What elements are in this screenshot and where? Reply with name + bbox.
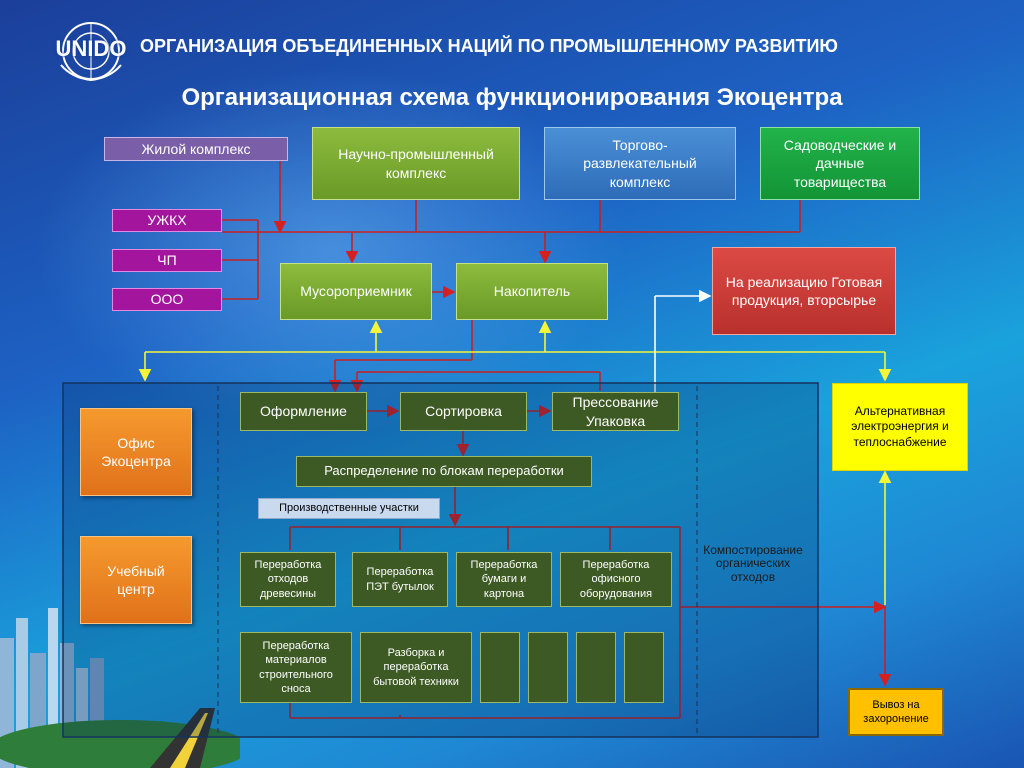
gardening-box: Садоводческие и дачные товарищества [760, 127, 920, 200]
empty-block-2 [528, 632, 568, 703]
appliance-processing-box: Разборка и переработка бытовой техники [360, 632, 472, 703]
empty-block-3 [576, 632, 616, 703]
waste-receiver-box: Мусороприемник [280, 263, 432, 320]
empty-block-1 [480, 632, 520, 703]
training-center-box: Учебный центр [80, 536, 192, 624]
unido-logo-text: UNIDO [55, 36, 127, 61]
registration-box: Оформление [240, 392, 367, 431]
ooo-box: ООО [112, 288, 222, 311]
sorting-box: Сортировка [400, 392, 527, 431]
office-equipment-processing-box: Переработка офисного оборудования [560, 552, 672, 607]
landfill-box: Вывоз на захоронение [848, 688, 944, 736]
wood-processing-box: Переработка отходов древесины [240, 552, 336, 607]
pressing-box: Прессование Упаковка [552, 392, 679, 431]
composting-label: Компостирование органических отходов [703, 543, 803, 584]
empty-block-4 [624, 632, 664, 703]
paper-processing-box: Переработка бумаги и картона [456, 552, 552, 607]
production-sites-label: Производственные участки [258, 498, 440, 519]
uzhkh-box: УЖКХ [112, 209, 222, 232]
page-title: Организационная схема функционирования Э… [181, 84, 843, 111]
sales-box: На реализацию Готовая продукция, вторсыр… [712, 247, 896, 335]
construction-processing-box: Переработка материалов строительного сно… [240, 632, 352, 703]
unido-logo [60, 22, 122, 82]
distribution-box: Распределение по блокам переработки [296, 456, 592, 487]
alt-energy-box: Альтернативная электроэнергия и теплосна… [832, 383, 968, 471]
organization-name: ОРГАНИЗАЦИЯ ОБЪЕДИНЕННЫХ НАЦИЙ ПО ПРОМЫШ… [140, 36, 838, 56]
chp-box: ЧП [112, 249, 222, 272]
pet-processing-box: Переработка ПЭТ бутылок [352, 552, 448, 607]
city-skyline-image [0, 608, 240, 768]
residential-complex-box: Жилой комплекс [104, 137, 288, 161]
trade-complex-box: Торгово-развлекательный комплекс [544, 127, 736, 200]
eco-office-box: Офис Экоцентра [80, 408, 192, 496]
science-complex-box: Научно-промышленный комплекс [312, 127, 520, 200]
storage-box: Накопитель [456, 263, 608, 320]
